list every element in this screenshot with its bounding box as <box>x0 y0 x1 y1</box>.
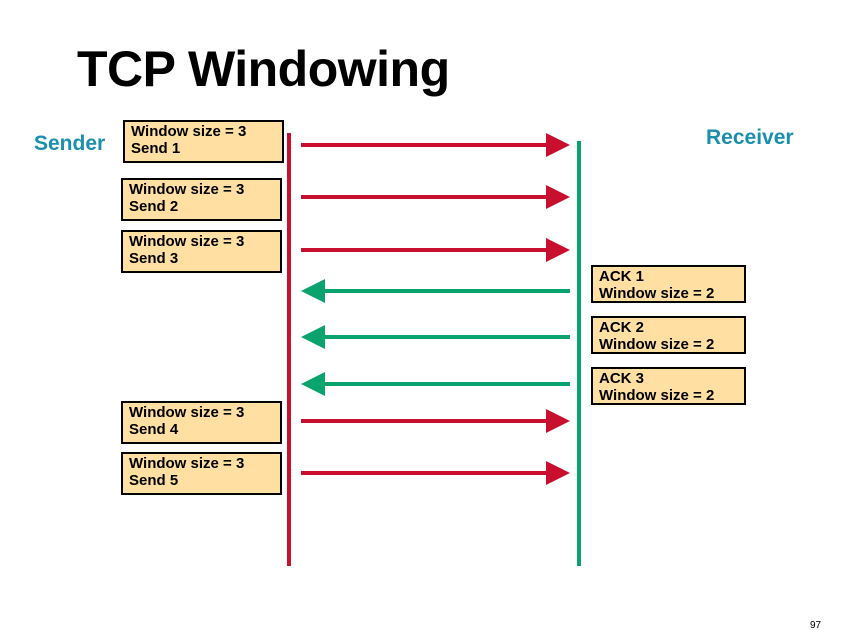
ack-message-ack: ACK 2 <box>599 319 645 336</box>
ack-message-window: Window size = 2 <box>599 336 715 353</box>
sender-message-window: Window size = 3 <box>131 123 247 140</box>
receiver-lifeline <box>577 141 581 566</box>
sender-message-box-5: Window size = 3 Send 5 <box>121 452 282 495</box>
receiver-label: Receiver <box>706 126 794 149</box>
sender-message-window: Window size = 3 <box>129 181 245 198</box>
page-number: 97 <box>810 620 822 631</box>
sender-message-send: Send 2 <box>129 198 179 215</box>
sender-message-send: Send 1 <box>131 140 181 157</box>
page-title: TCP Windowing <box>77 41 450 97</box>
sender-lifeline <box>287 133 291 566</box>
sender-message-send: Send 5 <box>129 472 179 489</box>
ack-message-box-1: ACK 1 Window size = 2 <box>591 265 746 303</box>
sender-message-box-4: Window size = 3 Send 4 <box>121 401 282 444</box>
sender-message-box-1: Window size = 3 Send 1 <box>123 120 284 163</box>
sender-message-window: Window size = 3 <box>129 404 245 421</box>
ack-message-window: Window size = 2 <box>599 285 715 302</box>
sender-message-window: Window size = 3 <box>129 455 245 472</box>
sender-message-send: Send 3 <box>129 250 179 267</box>
sender-label: Sender <box>34 132 106 155</box>
ack-message-box-2: ACK 2 Window size = 2 <box>591 316 746 354</box>
sender-message-box-3: Window size = 3 Send 3 <box>121 230 282 273</box>
sender-message-box-2: Window size = 3 Send 2 <box>121 178 282 221</box>
sender-message-window: Window size = 3 <box>129 233 245 250</box>
ack-message-window: Window size = 2 <box>599 387 715 404</box>
ack-message-ack: ACK 3 <box>599 370 645 387</box>
ack-message-box-3: ACK 3 Window size = 2 <box>591 367 746 405</box>
ack-message-ack: ACK 1 <box>599 268 645 285</box>
sender-message-send: Send 4 <box>129 421 179 438</box>
